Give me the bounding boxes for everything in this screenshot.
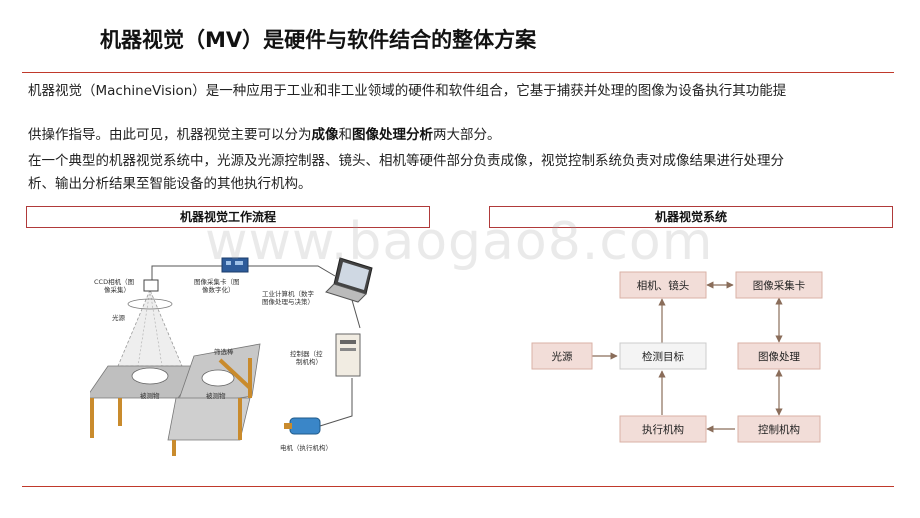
node-camera-label: 相机、镜头 xyxy=(637,279,690,292)
label-card-2: 像数字化） xyxy=(202,285,235,294)
label-ccd-2: 像采集） xyxy=(104,285,130,294)
node-actuator-label: 执行机构 xyxy=(642,423,684,436)
controller-drive-slot xyxy=(340,340,356,344)
node-target-label: 检测目标 xyxy=(642,350,684,363)
intro-line-2-post: 两大部分。 xyxy=(433,127,501,143)
light-ray xyxy=(137,289,151,367)
node-camera xyxy=(619,271,707,299)
motor-icon xyxy=(289,417,321,435)
sorter-rod xyxy=(218,358,252,390)
node-control xyxy=(737,415,821,443)
system-diagram: 相机、镜头 图像采集卡 光源 检测目标 图像处理 执行机构 控制机构 xyxy=(531,271,823,443)
label-sorter: 筛选棒 xyxy=(214,347,234,356)
node-light-label: 光源 xyxy=(552,350,573,363)
label-ccd-1: CCD相机（图 xyxy=(94,277,134,286)
label-object-2: 被测物 xyxy=(206,391,226,400)
system-panel-header: 机器视觉系统 xyxy=(489,206,893,228)
node-actuator xyxy=(619,415,707,443)
laptop-screen-glass xyxy=(338,262,369,290)
label-controller-2: 制机构） xyxy=(296,357,322,366)
node-target xyxy=(619,342,707,370)
intro-line-1: 机器视觉（MachineVision）是一种应用于工业和非工业领域的硬件和软件组… xyxy=(28,83,787,99)
workflow-illustration: CCD相机（图 像采集） 图像采集卡（图 像数字化） 工业计算机（数字 图像处理… xyxy=(90,257,373,456)
motor-shaft xyxy=(284,423,292,429)
intro-line-4: 析、输出分析结果至智能设备的其他执行机构。 xyxy=(28,176,312,192)
light-ray xyxy=(149,289,163,367)
node-capture-card-label: 图像采集卡 xyxy=(753,279,806,292)
workflow-panel-header: 机器视觉工作流程 xyxy=(26,206,430,228)
node-capture-card xyxy=(735,271,823,299)
label-light: 光源 xyxy=(112,313,126,322)
page-title: 机器视觉（MV）是硬件与软件结合的整体方案 xyxy=(100,28,537,52)
capture-card-chip xyxy=(235,261,243,265)
capture-card-chip xyxy=(226,261,231,265)
intro-bold-imaging: 成像 xyxy=(311,127,339,143)
label-motor: 电机（执行机构） xyxy=(280,443,332,452)
inspected-object-1 xyxy=(131,367,169,385)
cable-card-pc xyxy=(248,265,336,277)
footer-divider xyxy=(22,486,894,487)
title-divider xyxy=(22,72,894,73)
inspected-object-2 xyxy=(201,369,235,387)
laptop-base-icon xyxy=(325,283,367,303)
intro-line-2-mid: 和 xyxy=(338,127,353,143)
label-card-1: 图像采集卡（图 xyxy=(194,277,240,286)
label-object-1: 被测物 xyxy=(140,391,160,400)
intro-line-2: 供操作指导。由此可见，机器视觉主要可以分为成像和图像处理分析两大部分。 xyxy=(28,126,501,144)
node-light xyxy=(531,342,593,370)
label-pc-2: 图像处理与决策） xyxy=(262,297,314,306)
cable-pc-controller xyxy=(351,299,361,329)
intro-line-2-pre: 供操作指导。由此可见，机器视觉主要可以分为 xyxy=(28,127,312,143)
controller-drive-slot xyxy=(340,348,356,351)
light-ring-icon xyxy=(127,298,173,310)
node-control-label: 控制机构 xyxy=(758,423,800,436)
cable-camera-card xyxy=(151,265,222,280)
node-image-processing-label: 图像处理 xyxy=(758,351,800,363)
light-cone xyxy=(117,288,183,367)
label-pc-1: 工业计算机（数字 xyxy=(262,289,315,298)
label-controller-1: 控制器（控 xyxy=(290,349,323,358)
intro-bold-analysis: 图像处理分析 xyxy=(352,127,433,143)
intro-line-3: 在一个典型的机器视觉系统中，光源及光源控制器、镜头、相机等硬件部分负责成像，视觉… xyxy=(28,153,784,169)
node-image-processing xyxy=(737,342,821,370)
table-lower-top xyxy=(167,397,251,441)
cable-controller-motor xyxy=(319,378,353,427)
ccd-camera-icon xyxy=(143,279,159,292)
watermark: www.baogao8.com xyxy=(205,212,714,272)
